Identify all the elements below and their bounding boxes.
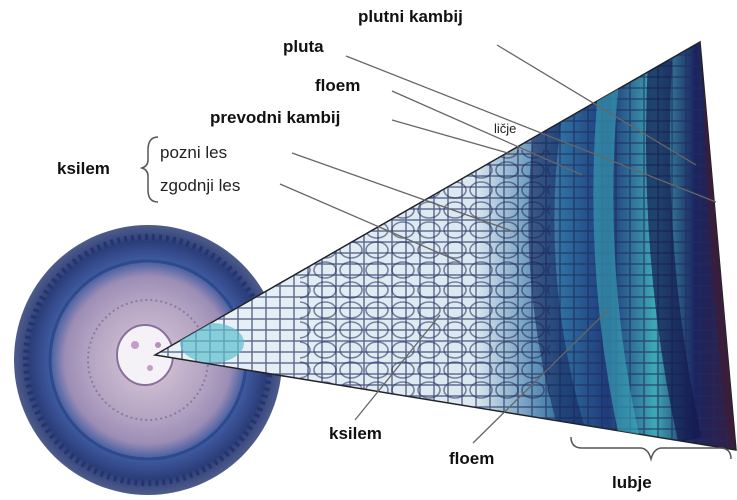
label-ksilem-group: ksilem bbox=[57, 160, 110, 177]
label-pluta: pluta bbox=[283, 38, 324, 55]
label-lubje: lubje bbox=[612, 474, 652, 491]
label-floem-bottom: floem bbox=[449, 450, 494, 467]
label-floem-top: floem bbox=[315, 77, 360, 94]
label-plutni-kambij: plutni kambij bbox=[358, 8, 463, 25]
label-zgodnji-les: zgodnji les bbox=[160, 177, 240, 194]
label-pozni-les: pozni les bbox=[160, 144, 227, 161]
label-prevodni-kambij: prevodni kambij bbox=[210, 109, 340, 126]
ksilem-brace bbox=[142, 137, 158, 202]
label-ksilem-bottom: ksilem bbox=[329, 425, 382, 442]
label-lice: ličje bbox=[494, 122, 516, 135]
